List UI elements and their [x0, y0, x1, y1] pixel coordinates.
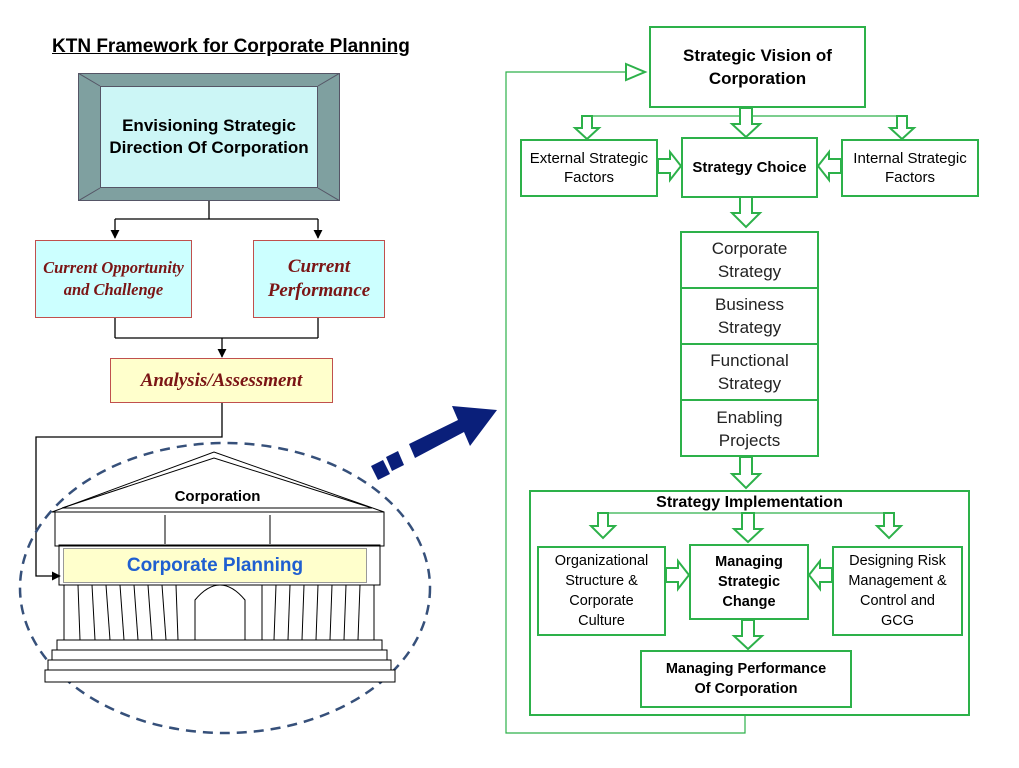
- risk-management-box: Designing Risk Management & Control and …: [832, 546, 963, 636]
- organizational-structure-box: Organizational Structure & Corporate Cul…: [537, 546, 666, 636]
- strategy-choice-box: Strategy Choice: [681, 137, 818, 198]
- business-strategy-cell: Business Strategy: [682, 289, 817, 345]
- functional-strategy-cell: Functional Strategy: [682, 345, 817, 401]
- external-strategic-factors-box: External Strategic Factors: [520, 139, 658, 197]
- strategy-implementation-frame: [529, 490, 970, 716]
- diagram-title: KTN Framework for Corporate Planning: [52, 36, 410, 57]
- current-performance-box: Current Performance: [253, 240, 385, 318]
- enabling-projects-cell: Enabling Projects: [716, 408, 783, 450]
- corporation-label: Corporation: [174, 488, 261, 505]
- bevel-lines: [78, 73, 340, 201]
- temple-columns: [44, 584, 396, 683]
- corporate-strategy-cell: Corporate Strategy: [682, 233, 817, 289]
- strategy-implementation-title: Strategy Implementation: [656, 494, 843, 511]
- feedback-loop: [505, 62, 746, 734]
- corporate-planning-banner: Corporate Planning: [63, 548, 367, 583]
- strategy-stack: Corporate Strategy Business Strategy Fun…: [680, 231, 819, 457]
- managing-performance-box: Managing Performance Of Corporation: [640, 650, 852, 708]
- current-opportunity-box: Current Opportunity and Challenge: [35, 240, 192, 318]
- strategic-vision-box: Strategic Vision of Corporation: [649, 26, 866, 108]
- internal-strategic-factors-box: Internal Strategic Factors: [841, 139, 979, 197]
- green-hollow-arrows: [572, 107, 917, 651]
- analysis-assessment-box: Analysis/Assessment: [110, 358, 333, 403]
- envisioning-strategic-direction: Envisioning Strategic Direction Of Corpo…: [100, 86, 318, 188]
- temple-highlight-ellipse: [18, 441, 432, 735]
- navy-transition-arrow: [371, 406, 497, 480]
- temple-icon: [51, 451, 385, 586]
- left-connectors: [35, 201, 323, 581]
- managing-strategic-change-box: Managing Strategic Change: [689, 544, 809, 620]
